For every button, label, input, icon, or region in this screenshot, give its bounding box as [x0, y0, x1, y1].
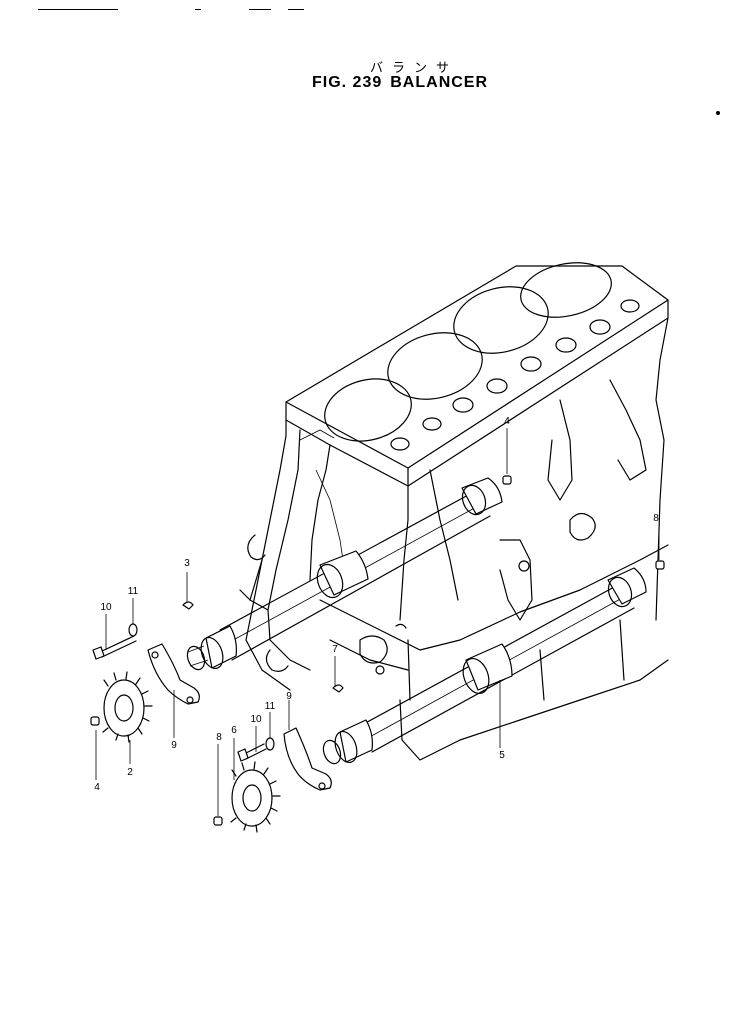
header-rule-1 [38, 9, 118, 10]
figure-title-japanese: バランサ [370, 61, 459, 76]
callout-6: 6 [231, 725, 237, 736]
thrust-plate-upper [147, 643, 200, 705]
key-7-lower [332, 684, 344, 693]
plug-4-lower-left [90, 716, 100, 726]
header-rule-3 [249, 9, 271, 10]
washer-11-upper [128, 623, 138, 637]
balancer-gear-lower [230, 761, 281, 833]
header-rule-2 [195, 9, 201, 10]
header-rule-4 [288, 9, 304, 10]
plug-8-upper [655, 560, 665, 570]
callout-5: 5 [499, 750, 505, 761]
callout-10-upper: 10 [100, 602, 112, 613]
callout-10-lower: 10 [250, 714, 262, 725]
callout-11-lower: 11 [265, 701, 276, 712]
figure-number: FIG. 239 [312, 74, 383, 91]
callout-4-upper: 4 [504, 416, 510, 427]
figure-title: FIG. 239 BALANCER [312, 74, 496, 92]
callout-9-lower: 9 [286, 691, 292, 702]
bolt-10-upper [92, 635, 137, 660]
callout-8-lower: 8 [216, 732, 222, 743]
callout-4-lower: 4 [94, 782, 100, 793]
key-3-upper [182, 601, 194, 610]
figure-name: BALANCER [390, 74, 489, 91]
callout-8-upper: 8 [653, 513, 659, 524]
callout-7: 7 [332, 644, 338, 655]
balancer-shaft-lower [322, 567, 647, 765]
scan-speck [716, 111, 720, 115]
thrust-plate-lower [283, 727, 332, 791]
bolt-10-lower [237, 743, 267, 762]
callout-3: 3 [184, 558, 190, 569]
callout-11-upper: 11 [128, 586, 139, 597]
callout-2: 2 [127, 767, 133, 778]
washer-11-lower [265, 737, 275, 751]
balancer-gear-upper [102, 671, 153, 743]
balancer-shaft-upper [186, 477, 503, 671]
plug-8-lower [213, 816, 223, 826]
engine-block [239, 262, 669, 761]
callout-9-upper: 9 [171, 740, 177, 751]
plug-4-upper [502, 475, 512, 485]
